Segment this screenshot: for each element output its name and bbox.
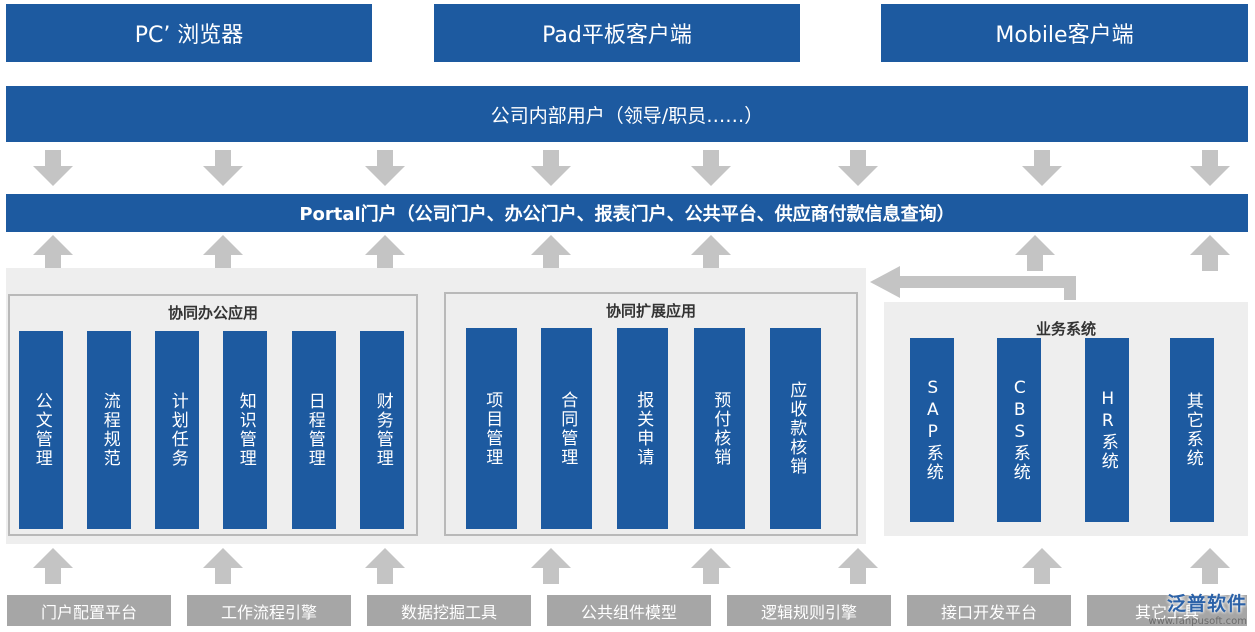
extension-apps-title: 协同扩展应用 (605, 302, 696, 320)
tool-5: 逻辑规则引擎 (727, 595, 891, 626)
office-module-4: 知识管理 (223, 331, 267, 529)
extension-module-label: 合同管理 (557, 390, 578, 467)
office-module-label: 财务管理 (372, 392, 393, 468)
client-pad-label: Pad平板客户端 (542, 23, 692, 48)
tool-6: 接口开发平台 (907, 595, 1071, 626)
client-pc-label: PC’ 浏览器 (134, 23, 244, 48)
up-arrow-lower-2 (203, 548, 243, 584)
office-module-label: 流程规范 (99, 392, 120, 468)
business-module-2: CBS系统 (997, 338, 1041, 522)
business-to-apps-arrow (870, 266, 1076, 300)
extension-module-label: 预付核销 (710, 390, 731, 467)
logo-url: www.fanpusoft.com (1148, 616, 1247, 627)
office-module-6: 财务管理 (360, 331, 404, 529)
extension-module-label: 报关申请 (633, 390, 654, 467)
up-arrow-lower-8 (1190, 548, 1230, 584)
up-arrow-5 (691, 235, 731, 271)
down-arrow-1 (33, 150, 73, 186)
office-module-label: 计划任务 (167, 392, 188, 468)
down-arrow-7 (1022, 150, 1062, 186)
up-arrow-7 (1190, 235, 1230, 271)
office-apps-group: 协同办公应用 (8, 294, 418, 536)
client-mobile-label: Mobile客户端 (995, 23, 1134, 48)
office-module-label: 公文管理 (31, 392, 52, 468)
up-arrow-1 (33, 235, 73, 271)
extension-module-label: 应收款核销 (786, 381, 807, 476)
down-arrow-8 (1190, 150, 1230, 186)
tool-2: 工作流程引擎 (187, 595, 351, 626)
office-module-2: 流程规范 (87, 331, 131, 529)
portal-band: Portal门户（公司门户、办公门户、报表门户、公共平台、供应商付款信息查询） (6, 194, 1248, 232)
up-arrow-lower-1 (33, 548, 73, 584)
up-arrow-3 (365, 235, 405, 271)
business-module-label: 其它系统 (1182, 392, 1203, 468)
office-module-5: 日程管理 (292, 331, 336, 529)
extension-module-1: 项目管理 (466, 328, 517, 529)
fanpu-logo: 泛普软件 www.fanpusoft.com (1129, 586, 1247, 630)
business-module-3: HR系统 (1085, 338, 1129, 522)
tool-1: 门户配置平台 (7, 595, 171, 626)
up-arrow-2 (203, 235, 243, 271)
users-band-label: 公司内部用户（领导/职员……） (490, 104, 764, 127)
extension-module-4: 预付核销 (694, 328, 745, 529)
portal-band-label: Portal门户（公司门户、办公门户、报表门户、公共平台、供应商付款信息查询） (299, 204, 955, 225)
client-mobile: Mobile客户端 (881, 4, 1248, 62)
down-arrow-4 (531, 150, 571, 186)
extension-module-2: 合同管理 (541, 328, 592, 529)
down-arrow-3 (365, 150, 405, 186)
down-arrow-2 (203, 150, 243, 186)
client-pad: Pad平板客户端 (434, 4, 800, 62)
extension-module-label: 项目管理 (482, 390, 503, 467)
down-arrow-5 (691, 150, 731, 186)
down-arrow-6 (838, 150, 878, 186)
business-systems-title: 业务系统 (1035, 320, 1096, 338)
office-module-3: 计划任务 (155, 331, 199, 529)
extension-module-5: 应收款核销 (770, 328, 821, 529)
logo-text: 泛普软件 (1166, 593, 1247, 615)
office-module-1: 公文管理 (19, 331, 63, 529)
tool-4: 公共组件模型 (547, 595, 711, 626)
business-module-label: HR系统 (1097, 389, 1118, 471)
up-arrow-6 (1015, 235, 1055, 271)
business-module-4: 其它系统 (1170, 338, 1214, 522)
up-arrow-lower-3 (365, 548, 405, 584)
business-module-label: CBS系统 (1009, 378, 1030, 482)
tool-3: 数据挖掘工具 (367, 595, 531, 626)
users-band: 公司内部用户（领导/职员……） (6, 86, 1248, 142)
up-arrow-lower-5 (691, 548, 731, 584)
tool-7: 其它工具 (1087, 595, 1247, 626)
office-module-label: 知识管理 (235, 392, 256, 468)
up-arrow-4 (531, 235, 571, 271)
extension-module-3: 报关申请 (617, 328, 668, 529)
up-arrow-lower-7 (1022, 548, 1062, 584)
office-apps-title: 协同办公应用 (167, 304, 258, 322)
client-pc-browser: PC’ 浏览器 (6, 4, 372, 62)
business-module-1: SAP系统 (910, 338, 954, 522)
up-arrow-lower-4 (531, 548, 571, 584)
up-arrow-lower-6 (838, 548, 878, 584)
office-module-label: 日程管理 (304, 392, 325, 468)
business-module-label: SAP系统 (922, 378, 943, 482)
